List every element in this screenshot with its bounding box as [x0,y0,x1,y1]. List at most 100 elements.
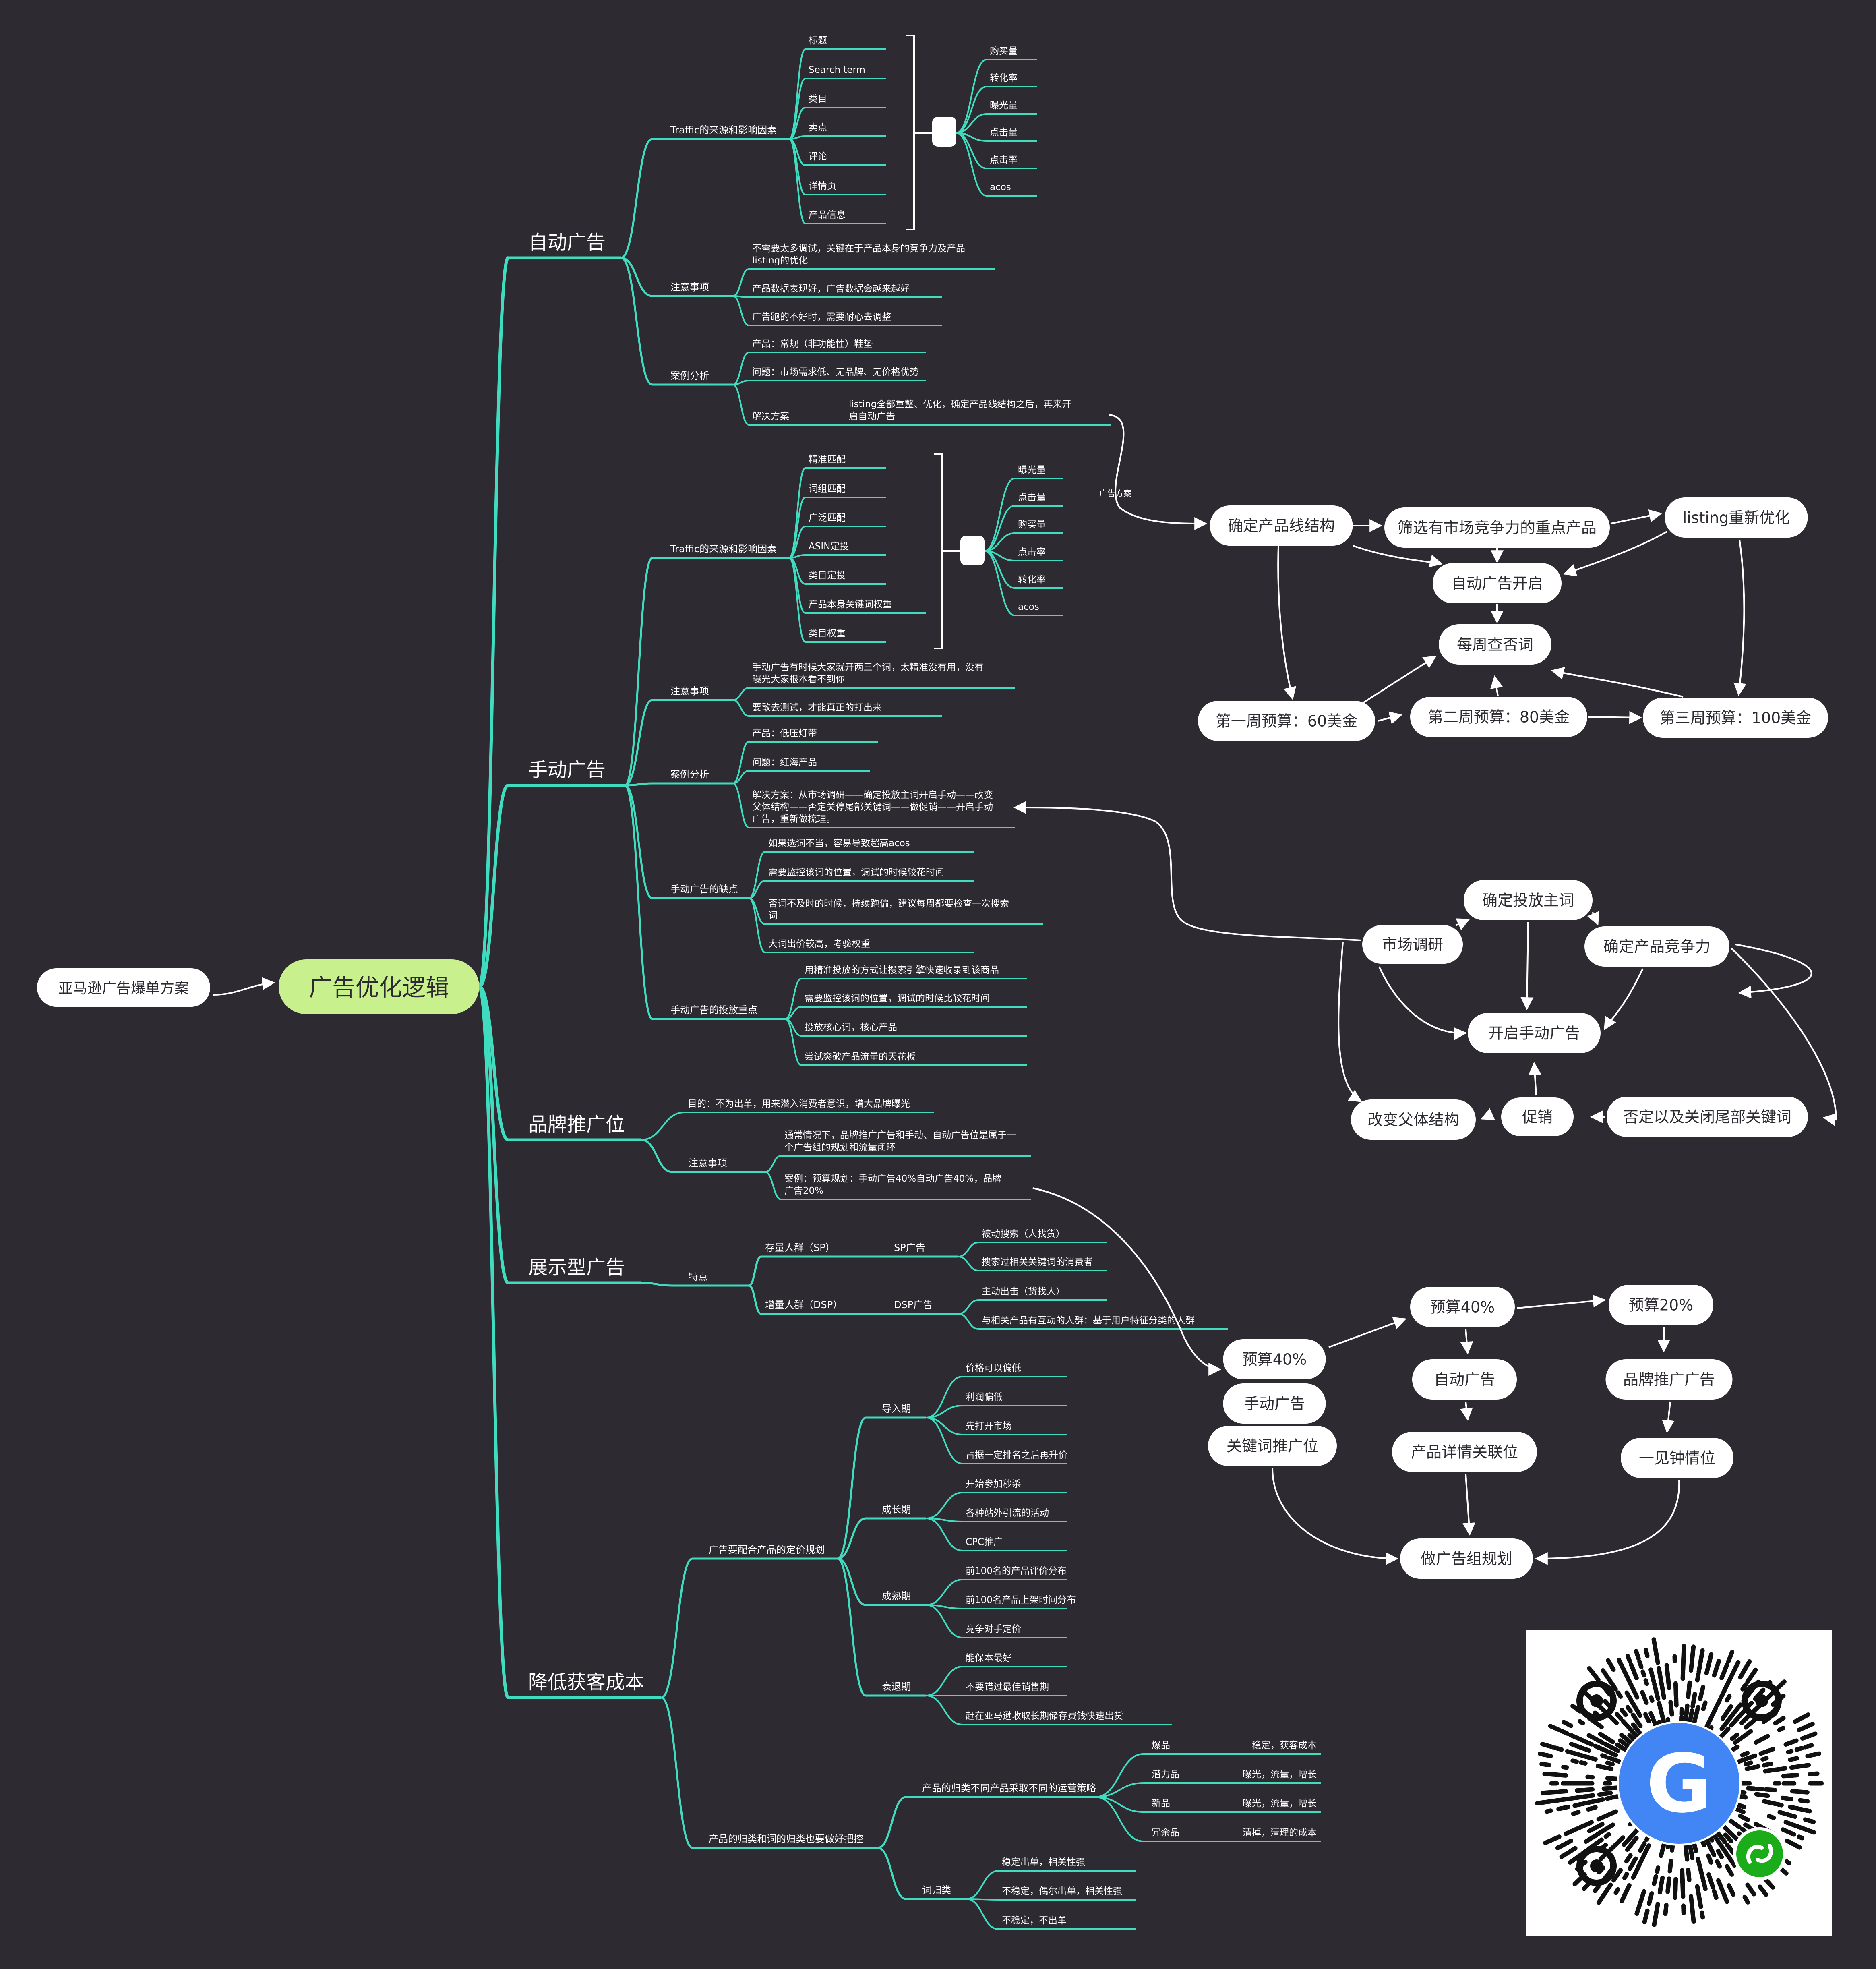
flow-arrow [1378,711,1403,724]
flow-nodes: 亚马逊广告爆单方案 广告优化逻辑 确定产品线结构 筛选有市场竞争力的重点产品 listi… [37,117,1828,1579]
flow-arrow [1517,1294,1606,1309]
flow1-week1[interactable]: 第一周预算：60美金 [1198,701,1375,741]
flow1-week3[interactable]: 第三周预算：100美金 [1643,698,1828,738]
svg-text:第一周预算：60美金: 第一周预算：60美金 [1216,712,1357,730]
flow2-main-keyword[interactable]: 确定投放主词 [1464,880,1593,920]
qr-dot [1537,1752,1553,1758]
qr-dot [1622,1872,1629,1880]
qr-dot [1544,1808,1553,1814]
flow2-manual-on[interactable]: 开启手动广告 [1468,1013,1601,1053]
qr-dot [1707,1843,1717,1857]
branch-line [1095,1753,1144,1798]
qr-dot [1631,1867,1640,1880]
group-label: 存量人群（SP） [765,1242,835,1253]
branch-line [732,687,749,701]
qr-dot [1690,1644,1696,1655]
weakness-item: 大词出价较高，考验权重 [768,939,870,949]
flow2-parent-structure[interactable]: 改变父体结构 [1351,1099,1476,1140]
qr-dot [1543,1834,1562,1845]
flow1-auto-on[interactable]: 自动广告开启 [1433,563,1562,603]
mini-program-qr-code[interactable]: G [1526,1630,1832,1936]
qr-dot [1535,1799,1551,1806]
qr-dot [1742,1659,1752,1672]
qr-dot [1746,1786,1757,1791]
qr-dot [1786,1812,1797,1819]
qr-dot [1794,1746,1804,1752]
traffic-metric: 点击量 [990,127,1018,138]
qr-dot [1606,1841,1619,1854]
flow3-brand-ads[interactable]: 品牌推广广告 [1605,1359,1733,1400]
root-center-node[interactable]: 广告优化逻辑 [279,959,479,1014]
flow2-market-research[interactable]: 市场调研 [1362,925,1463,964]
flow-arrow [1731,948,1837,1126]
flow3-keyword-placement[interactable]: 关键词推广位 [1208,1426,1337,1466]
qr-dot [1723,1726,1731,1734]
qr-dot [1790,1773,1799,1778]
flow3-auto-ads[interactable]: 自动广告 [1412,1359,1517,1400]
qr-dot [1615,1742,1623,1749]
root-left-node[interactable]: 亚马逊广告爆单方案 [37,968,210,1007]
branch-line [877,1796,906,1849]
flow1-filter[interactable]: 筛选有市场竞争力的重点产品 [1384,507,1610,548]
branch-line [732,384,749,426]
flow1-structure[interactable]: 确定产品线结构 [1210,505,1353,546]
qr-dot [1797,1834,1804,1841]
case-solution-detail: listing全部重整、优化，确定产品线结构之后，再来开启自动广告 [849,399,1071,422]
flow3-love-at-first-sight[interactable]: 一见钟情位 [1621,1438,1733,1478]
flow3-ad-group-plan[interactable]: 做广告组规划 [1400,1538,1533,1579]
qr-dot [1803,1817,1816,1824]
qr-dot [1659,1679,1665,1692]
flow1-relisting[interactable]: listing重新优化 [1665,497,1808,538]
qr-dot [1723,1832,1733,1844]
flow1-weekly-negatives[interactable]: 每周查否词 [1439,624,1551,665]
qr-dot [1744,1764,1761,1771]
qr-dot [1667,1859,1673,1874]
qr-dot [1762,1799,1773,1805]
svg-text:筛选有市场竞争力的重点产品: 筛选有市场竞争力的重点产品 [1398,519,1597,537]
qr-dot [1777,1726,1785,1733]
qr-dot [1698,1648,1705,1665]
branch-line [926,1417,963,1464]
svg-text:手动广告: 手动广告 [1244,1395,1305,1413]
qr-dot [1726,1650,1735,1664]
qr-dot [1783,1858,1792,1866]
stage-item: 各种站外引流的活动 [966,1508,1049,1518]
branch-line [877,1847,906,1900]
flow3-detail-placement[interactable]: 产品详情关联位 [1392,1432,1537,1472]
flow2-negate-keywords[interactable]: 否定以及关闭尾部关键词 [1607,1097,1808,1137]
qr-dot [1620,1891,1628,1903]
qr-dot [1634,1897,1644,1916]
flow2-competitiveness[interactable]: 确定产品竞争力 [1584,926,1729,967]
qr-dot [1740,1827,1748,1834]
svg-text:促销: 促销 [1522,1108,1553,1126]
flow3-budget-40-auto[interactable]: 预算40% [1410,1287,1515,1327]
stage-item: CPC推广 [966,1537,1003,1547]
root-center-label: 广告优化逻辑 [309,974,449,1001]
qr-dot [1688,1662,1694,1673]
qr-dot [1655,1865,1661,1874]
qr-finder-core [1755,1694,1768,1707]
branch-line [966,1898,999,1930]
flow3-manual-ads[interactable]: 手动广告 [1223,1383,1326,1424]
qr-dot [1725,1864,1734,1877]
svg-text:预算40%: 预算40% [1430,1298,1495,1316]
branch-line [624,784,653,1020]
branch-line [956,113,987,134]
sub-branch-label: 案例分析 [670,370,709,381]
sub-branch-label: 案例分析 [670,769,709,780]
flow3-budget-40-manual[interactable]: 预算40% [1223,1339,1326,1379]
branch-line [789,107,806,140]
traffic-factor: 评论 [809,151,827,162]
qr-dot [1649,1695,1655,1703]
focus-item: 投放核心词，核心产品 [805,1022,897,1033]
flow-arrow [1272,1468,1399,1565]
flow2-promotion[interactable]: 促销 [1501,1097,1574,1136]
flow1-week2[interactable]: 第二周预算：80美金 [1410,697,1587,737]
qr-dot [1568,1858,1575,1865]
product-class-name: 爆品 [1152,1740,1170,1751]
qr-dot [1568,1733,1578,1739]
traffic-metric: 转化率 [1018,574,1046,585]
flow3-budget-20[interactable]: 预算20% [1609,1285,1713,1325]
weakness-item: 如果选词不当，容易导致超高acos [768,838,910,849]
display-item: 搜索过相关关键词的消费者 [982,1257,1093,1267]
